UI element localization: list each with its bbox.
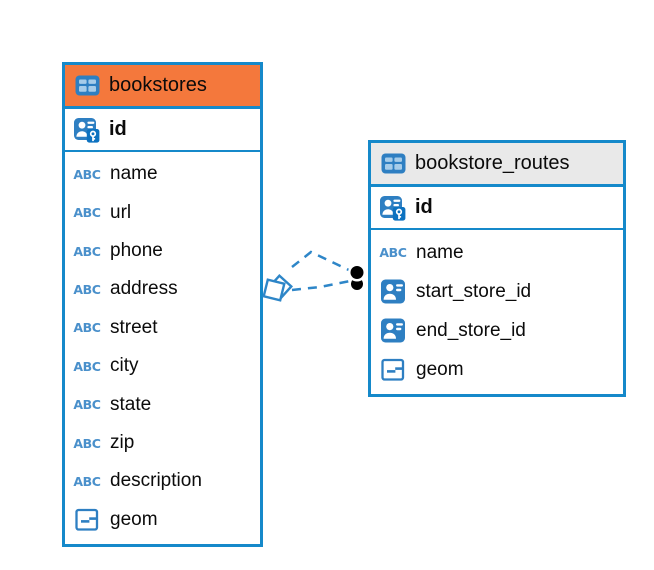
table-icon [74, 73, 100, 98]
column-row-name[interactable]: ABC name [65, 155, 260, 193]
primary-key-row[interactable]: id [371, 187, 623, 230]
column-row-geom[interactable]: geom [371, 350, 623, 389]
primary-key-row[interactable]: id [65, 109, 260, 152]
column-name: name [416, 241, 464, 263]
text-type-icon: ABC [73, 243, 101, 259]
text-type-icon: ABC [73, 166, 101, 182]
column-row-zip[interactable]: ABC zip [65, 424, 260, 462]
column-name: street [110, 316, 158, 338]
relationship-source-handle-icon[interactable] [262, 274, 293, 302]
column-row-name[interactable]: ABC name [371, 233, 623, 272]
text-type-icon: ABC [73, 320, 101, 336]
primary-key-icon [74, 116, 100, 143]
column-name: geom [110, 508, 158, 530]
table-icon [380, 151, 406, 176]
column-name: id [109, 118, 127, 140]
column-name: description [110, 470, 202, 492]
geometry-type-icon [74, 508, 100, 532]
text-type-icon: ABC [379, 245, 407, 260]
column-name: url [110, 201, 132, 223]
table-name: bookstores [109, 74, 207, 96]
column-name: zip [110, 432, 135, 454]
column-row-start_store_id[interactable]: start_store_id [371, 272, 623, 311]
text-type-icon: ABC [73, 281, 101, 297]
text-type-icon: ABC [73, 205, 101, 221]
relationship-target-dot-icon[interactable] [348, 263, 366, 291]
text-type-icon: ABC [73, 358, 101, 374]
table-header[interactable]: bookstore_routes [371, 143, 623, 187]
column-name: state [110, 393, 152, 415]
column-name: id [415, 196, 433, 218]
column-name: name [110, 163, 158, 185]
column-row-address[interactable]: ABC address [65, 270, 260, 308]
text-type-icon: ABC [73, 397, 101, 413]
column-row-url[interactable]: ABC url [65, 193, 260, 231]
column-name: phone [110, 240, 163, 262]
geometry-type-icon [380, 358, 406, 382]
relationship-edge-upper[interactable] [291, 250, 352, 273]
column-row-state[interactable]: ABC state [65, 385, 260, 423]
column-row-city[interactable]: ABC city [65, 347, 260, 385]
primary-key-icon [380, 194, 406, 221]
column-name: geom [416, 358, 464, 380]
column-name: end_store_id [416, 319, 526, 341]
column-name: address [110, 278, 178, 300]
column-name: city [110, 355, 139, 377]
column-row-end_store_id[interactable]: end_store_id [371, 311, 623, 350]
relationship-edge-lower[interactable] [291, 279, 351, 292]
reference-key-icon [380, 279, 406, 304]
column-name: start_store_id [416, 280, 532, 302]
table-header[interactable]: bookstores [65, 65, 260, 109]
column-row-street[interactable]: ABC street [65, 309, 260, 347]
text-type-icon: ABC [73, 435, 101, 451]
reference-key-icon [380, 318, 406, 343]
table-name: bookstore_routes [415, 152, 570, 174]
entity-table-bookstore-routes[interactable]: bookstore_routes id ABC name start_store_i… [368, 140, 626, 397]
column-row-phone[interactable]: ABC phone [65, 232, 260, 270]
column-row-geom[interactable]: geom [65, 501, 260, 539]
text-type-icon: ABC [73, 473, 101, 489]
column-row-description[interactable]: ABC description [65, 462, 260, 500]
